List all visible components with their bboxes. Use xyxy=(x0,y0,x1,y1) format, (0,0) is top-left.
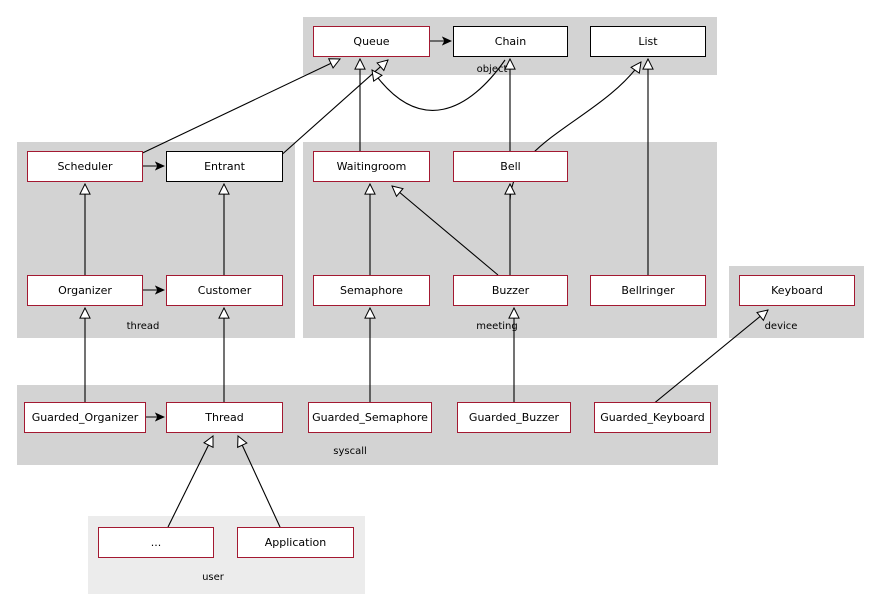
class-label: Guarded_Semaphore xyxy=(312,411,428,424)
package-label-syscall: syscall xyxy=(300,446,400,458)
class-box-guarded-semaphore[interactable]: Guarded_Semaphore xyxy=(308,402,432,433)
class-label: Organizer xyxy=(58,284,112,297)
class-box-application[interactable]: Application xyxy=(237,527,354,558)
class-label: Bell xyxy=(500,160,521,173)
package-label-text: syscall xyxy=(333,446,367,457)
class-label: Scheduler xyxy=(57,160,113,173)
class-label: Guarded_Keyboard xyxy=(600,411,705,424)
package-label-object: object xyxy=(442,64,542,76)
class-box-list[interactable]: List xyxy=(590,26,706,57)
class-label: Application xyxy=(264,536,327,549)
package-label-device: device xyxy=(731,321,831,333)
class-label: Semaphore xyxy=(340,284,403,297)
package-label-text: object xyxy=(476,64,508,75)
class-label: Waitingroom xyxy=(336,160,407,173)
class-box-customer[interactable]: Customer xyxy=(166,275,283,306)
class-label: List xyxy=(638,35,658,48)
class-box-semaphore[interactable]: Semaphore xyxy=(313,275,430,306)
class-box-chain[interactable]: Chain xyxy=(453,26,568,57)
class-label: ... xyxy=(150,536,162,549)
class-box-guarded-keyboard[interactable]: Guarded_Keyboard xyxy=(594,402,711,433)
class-label: Guarded_Organizer xyxy=(31,411,139,424)
package-label-text: meeting xyxy=(476,321,518,332)
class-box-waitingroom[interactable]: Waitingroom xyxy=(313,151,430,182)
class-label: Buzzer xyxy=(491,284,530,297)
class-box-guarded-buzzer[interactable]: Guarded_Buzzer xyxy=(457,402,571,433)
package-label-text: user xyxy=(202,572,224,583)
class-box-buzzer[interactable]: Buzzer xyxy=(453,275,568,306)
class-box-queue[interactable]: Queue xyxy=(313,26,430,57)
class-box-guarded-organizer[interactable]: Guarded_Organizer xyxy=(24,402,146,433)
package-label-text: thread xyxy=(126,321,160,332)
class-label: Keyboard xyxy=(771,284,823,297)
class-label: Entrant xyxy=(204,160,245,173)
class-box-scheduler[interactable]: Scheduler xyxy=(27,151,143,182)
class-label: Queue xyxy=(353,35,390,48)
class-label: Guarded_Buzzer xyxy=(468,411,560,424)
package-label-thread: thread xyxy=(93,321,193,333)
package-label-user: user xyxy=(163,572,263,584)
class-box-thread[interactable]: Thread xyxy=(166,402,283,433)
class-label: Chain xyxy=(494,35,527,48)
class-label: Bellringer xyxy=(621,284,675,297)
package-label-text: device xyxy=(764,321,798,332)
class-box-entrant[interactable]: Entrant xyxy=(166,151,283,182)
package-label-meeting: meeting xyxy=(447,321,547,333)
class-label: Thread xyxy=(205,411,244,424)
class-box-bellringer[interactable]: Bellringer xyxy=(590,275,706,306)
class-box-keyboard[interactable]: Keyboard xyxy=(739,275,855,306)
class-box-bell[interactable]: Bell xyxy=(453,151,568,182)
class-label: Customer xyxy=(197,284,252,297)
class-box-organizer[interactable]: Organizer xyxy=(27,275,143,306)
class-box-ellipsis[interactable]: ... xyxy=(98,527,214,558)
